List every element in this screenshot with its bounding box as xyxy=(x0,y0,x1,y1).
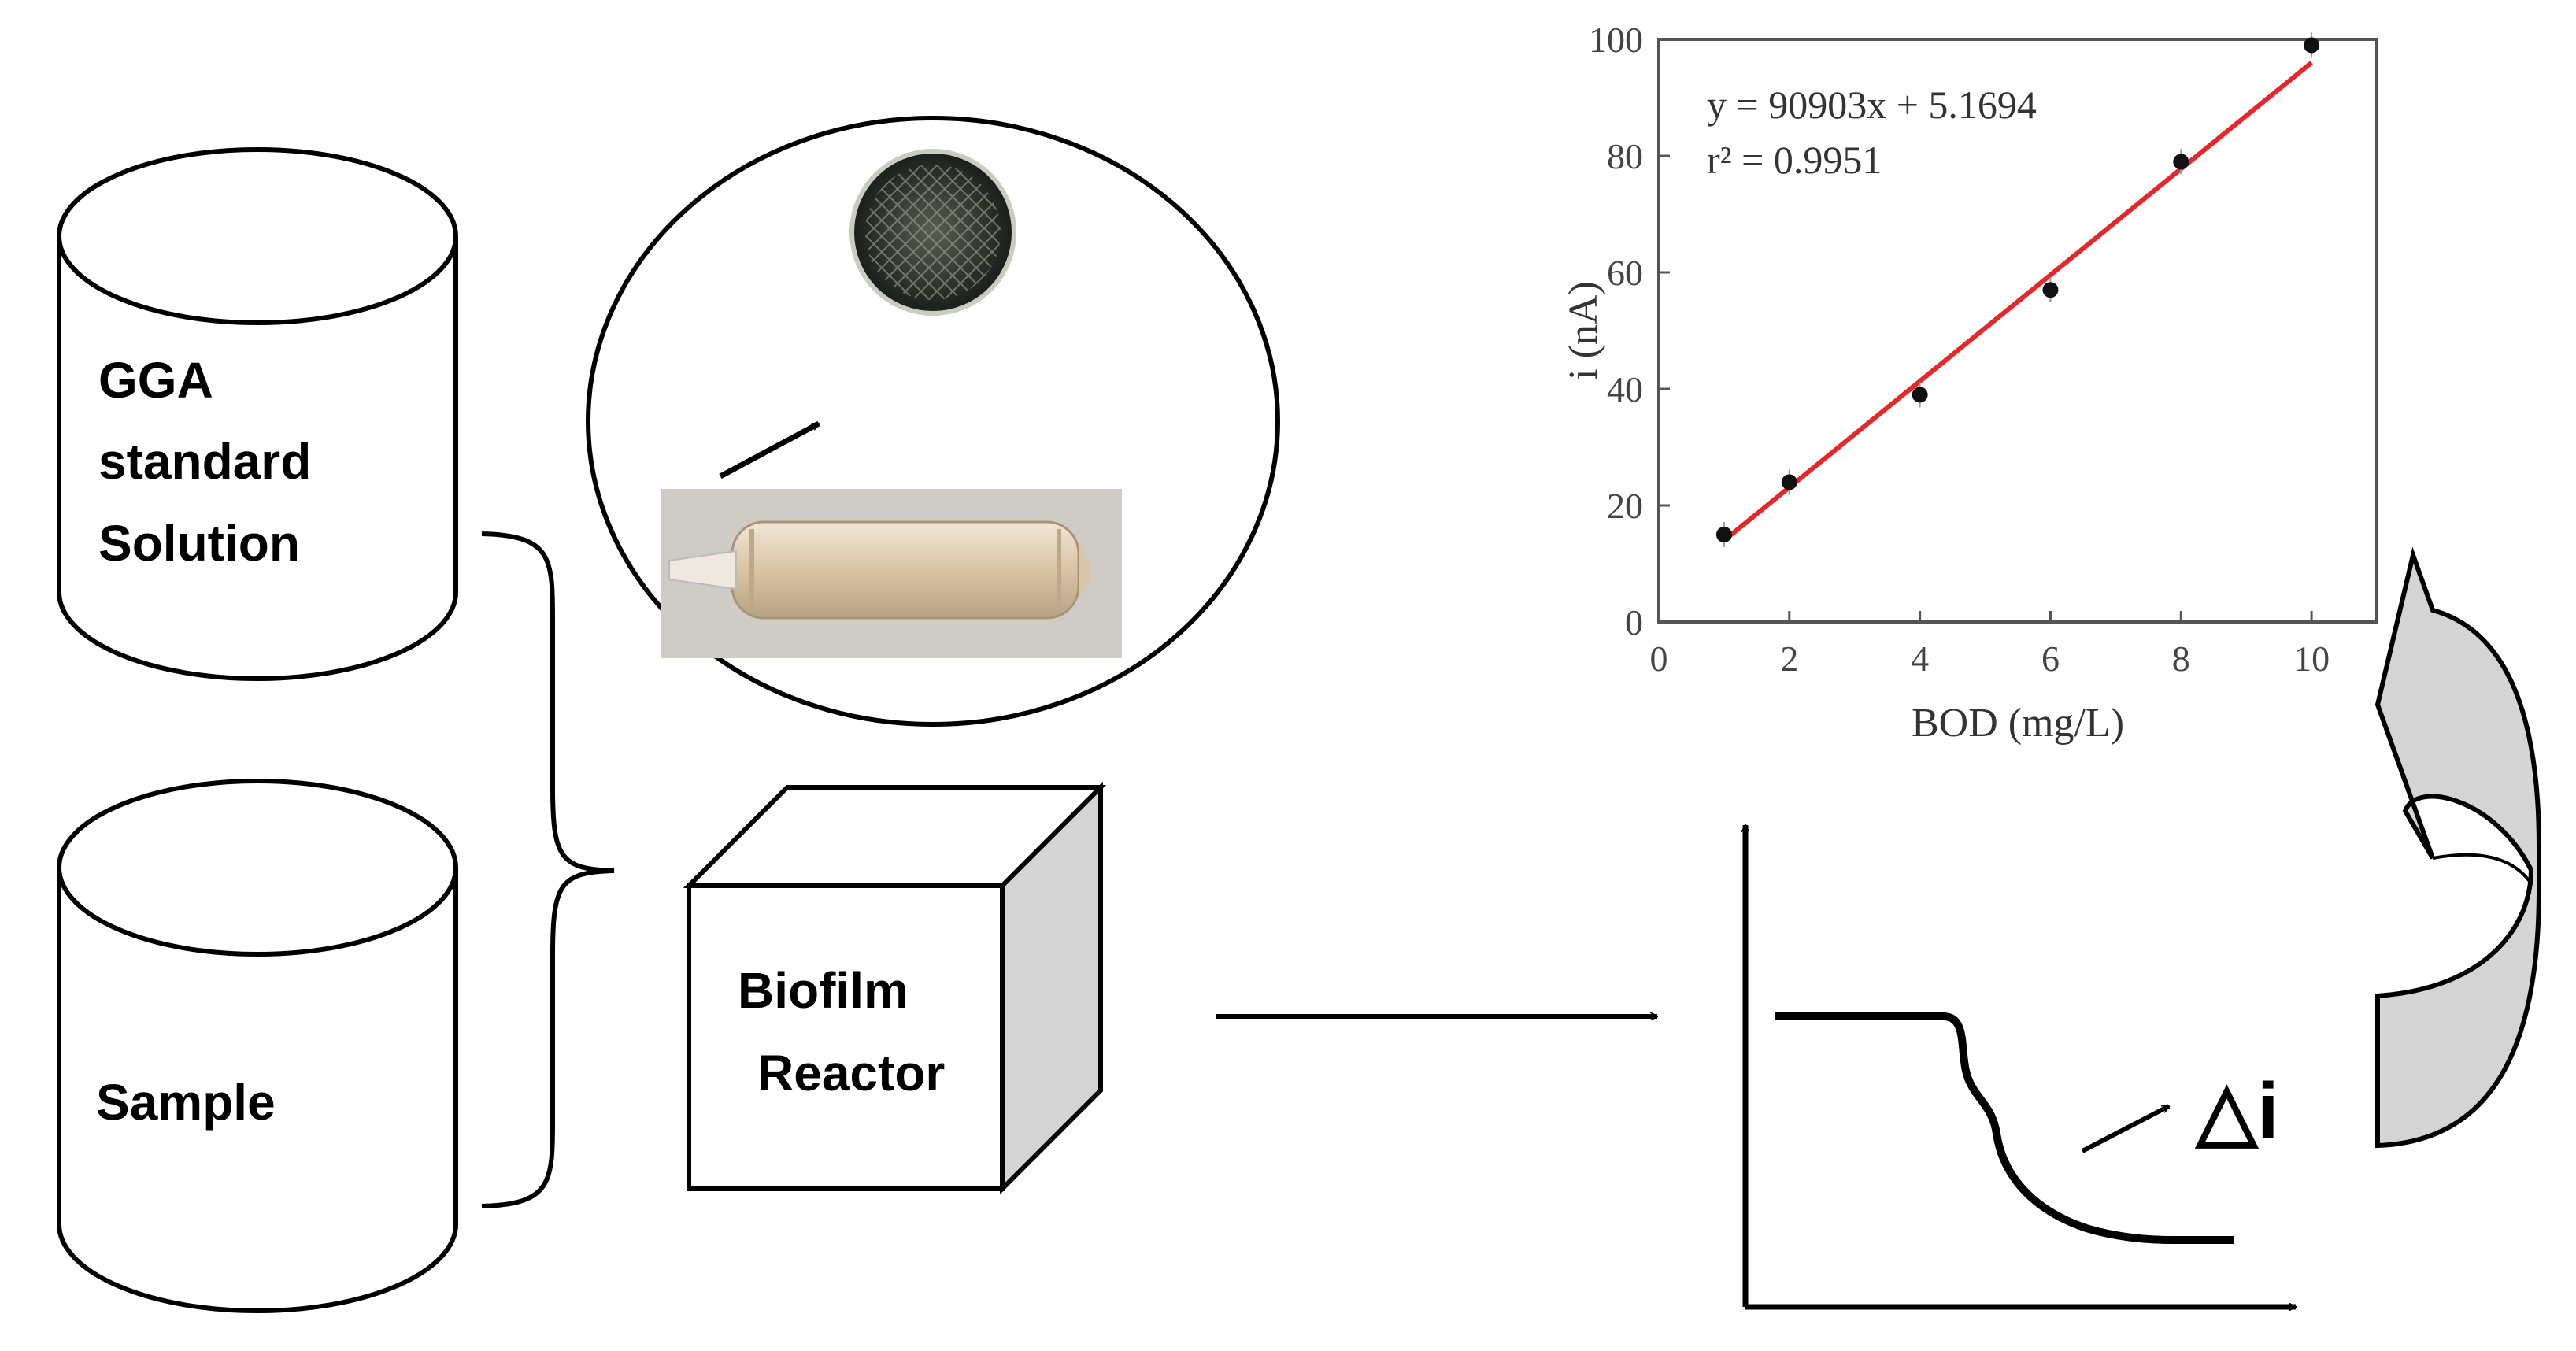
x-tick-label: 0 xyxy=(1650,638,1668,679)
cylinder-sample-label: Sample xyxy=(96,1074,276,1131)
data-point xyxy=(2304,37,2320,54)
fit-line xyxy=(1723,61,2313,542)
chart-y-axis-label: i (nA) xyxy=(1561,281,1606,380)
data-point xyxy=(1781,474,1797,490)
y-tick-label: 40 xyxy=(1607,369,1643,409)
cylinder-gga-label-1: GGA xyxy=(98,352,213,409)
cylinder-gga-standard: GGA standard Solution xyxy=(57,147,458,681)
reactor-label-2: Reactor xyxy=(757,1045,945,1101)
current-drop-curve xyxy=(1775,1012,2234,1244)
biofilm-photo-inset xyxy=(586,116,1280,727)
cylinder-gga-label-2: standard xyxy=(98,433,311,490)
y-tick-label: 0 xyxy=(1625,602,1643,642)
y-tick-label: 80 xyxy=(1607,136,1643,176)
y-tick-label: 20 xyxy=(1607,486,1643,526)
chart-x-axis-label: BOD (mg/L) xyxy=(1912,701,2124,746)
pointer-arrow xyxy=(719,420,819,479)
y-tick-label: 60 xyxy=(1607,253,1643,293)
delta-i-label: △i xyxy=(2194,1067,2279,1155)
reactor-label-1: Biofilm xyxy=(738,962,909,1019)
data-point xyxy=(2042,282,2059,298)
y-tick-label: 100 xyxy=(1589,20,1643,60)
data-point xyxy=(1912,387,1928,403)
fit-equation: y = 90903x + 5.1694 xyxy=(1707,83,2037,127)
cylinder-gga-label-3: Solution xyxy=(98,515,300,572)
data-point xyxy=(1715,527,1732,542)
current-response-plot: △i xyxy=(1745,825,2296,1307)
x-tick-label: 6 xyxy=(2041,638,2060,679)
fit-r2: r² = 0.9951 xyxy=(1707,138,1882,182)
return-arrow xyxy=(2374,546,2541,1149)
merge-brace xyxy=(481,531,615,1208)
chart-frame xyxy=(1657,38,2378,624)
return-arrow-highlight xyxy=(2432,853,2533,885)
cylinder-sample: Sample xyxy=(57,779,458,1313)
x-tick-label: 10 xyxy=(2293,638,2330,679)
delta-pointer-arrow xyxy=(2081,1104,2169,1153)
reactor-tube-photo xyxy=(661,489,1122,658)
x-tick-label: 4 xyxy=(1911,638,1929,679)
x-tick-label: 2 xyxy=(1780,638,1798,679)
membrane-disc-image xyxy=(849,149,1016,316)
biofilm-reactor: Biofilm Reactor xyxy=(683,781,1107,1195)
chart-points xyxy=(1715,32,2320,547)
x-tick-label: 8 xyxy=(2172,638,2190,679)
data-point xyxy=(2173,154,2189,170)
